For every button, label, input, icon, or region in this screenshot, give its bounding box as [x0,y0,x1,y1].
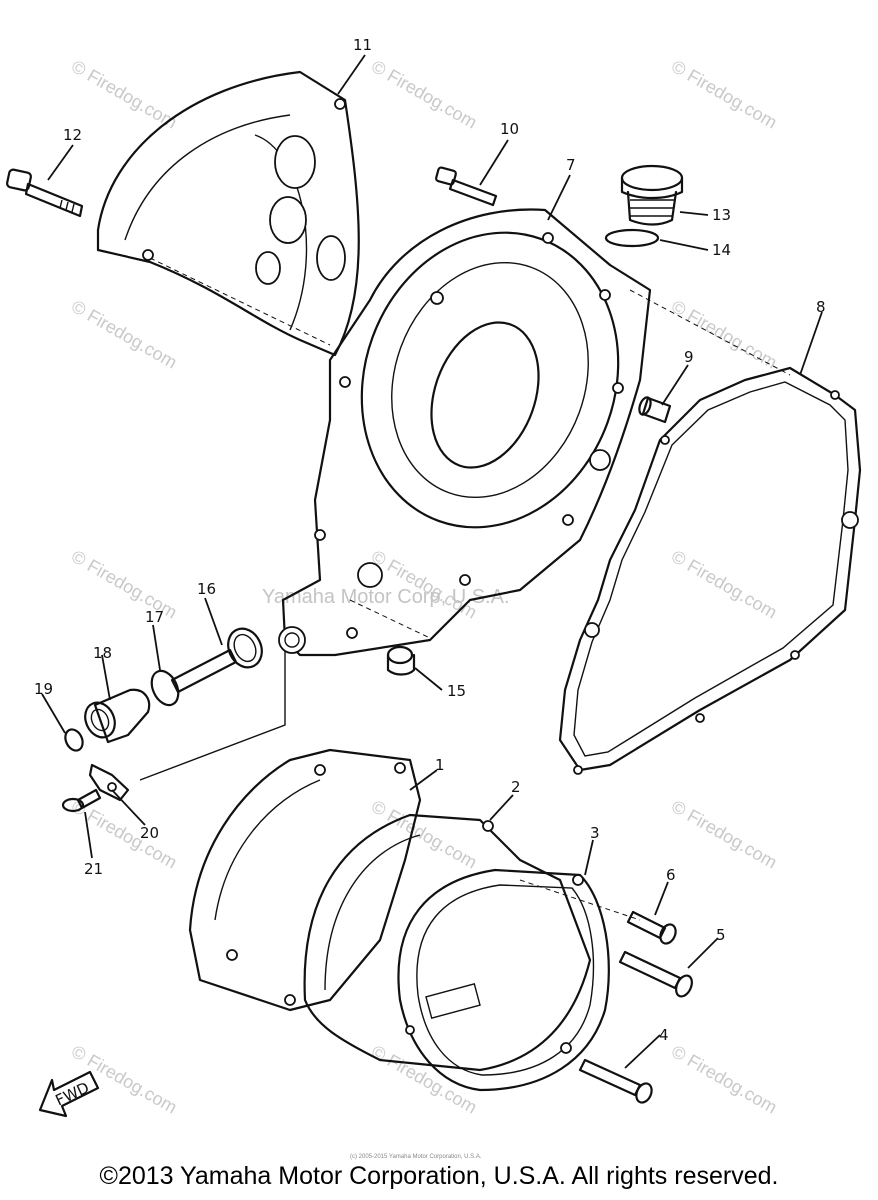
oil-cap-part-13 [620,164,684,226]
o-ring-part-14 [604,228,660,248]
watermark: © Firedog.com [668,1041,780,1117]
callout-6: 6 [666,866,676,884]
callout-18: 18 [93,644,112,662]
callout-10: 10 [500,120,519,138]
screw-part-21 [61,788,102,813]
cover-part-2 [303,813,592,1072]
callout-12: 12 [63,126,82,144]
callout-2: 2 [511,778,521,796]
drive-gear-part-16 [170,627,263,694]
housing-part-18 [84,688,151,744]
callout-14: 14 [712,241,731,259]
bolt-part-12 [6,168,84,218]
watermark: © Firedog.com [368,56,480,132]
gasket-part-8 [558,366,862,775]
forward-direction-arrow: FWD [38,1070,100,1118]
oil-seal-part-19 [64,728,84,752]
callout-17: 17 [145,608,164,626]
watermark: © Firedog.com [668,56,780,132]
bolt-part-4 [578,1058,653,1104]
watermark: © Firedog.com [68,296,180,372]
forward-direction-label: FWD [53,1078,92,1109]
plate-part-20 [88,763,130,802]
upper-guard-part-11 [96,70,360,357]
bolt-part-5 [618,950,693,998]
callout-16: 16 [197,580,216,598]
callout-19: 19 [34,680,53,698]
callout-20: 20 [140,824,159,842]
bushing-part-15 [386,645,416,676]
small-copyright-notice: (c) 2005-2015 Yamaha Motor Corporation, … [350,1154,482,1160]
callout-15: 15 [447,682,466,700]
callout-4: 4 [659,1026,669,1044]
o-ring-part-17 [150,669,180,707]
watermark: © Firedog.com [68,56,180,132]
callout-labels: 11 12 10 7 13 14 8 9 15 16 17 18 19 20 2… [34,36,826,1044]
crankcase-cover-part-7 [278,208,652,657]
outer-ring-part-3 [397,868,610,1092]
watermark: © Firedog.com [368,796,480,872]
callout-11: 11 [353,36,372,54]
watermark: © Firedog.com [668,546,780,622]
callout-8: 8 [816,298,826,316]
background-notice: Yamaha Motor Corp, U.S.A. [262,586,510,608]
leader-lines [41,54,823,1069]
callout-5: 5 [716,926,726,944]
callout-3: 3 [590,824,600,842]
watermark: © Firedog.com [668,796,780,872]
callout-21: 21 [84,860,103,878]
watermark: © Firedog.com [68,1041,180,1117]
callout-1: 1 [435,756,445,774]
bolt-part-10 [435,166,498,207]
copyright-notice: ©2013 Yamaha Motor Corporation, U.S.A. A… [99,1162,779,1190]
rear-cover-part-1 [188,748,422,1012]
callout-9: 9 [684,348,694,366]
bolt-part-6 [626,910,677,945]
callout-7: 7 [566,156,576,174]
watermark: © Firedog.com [368,1041,480,1117]
callout-13: 13 [712,206,731,224]
